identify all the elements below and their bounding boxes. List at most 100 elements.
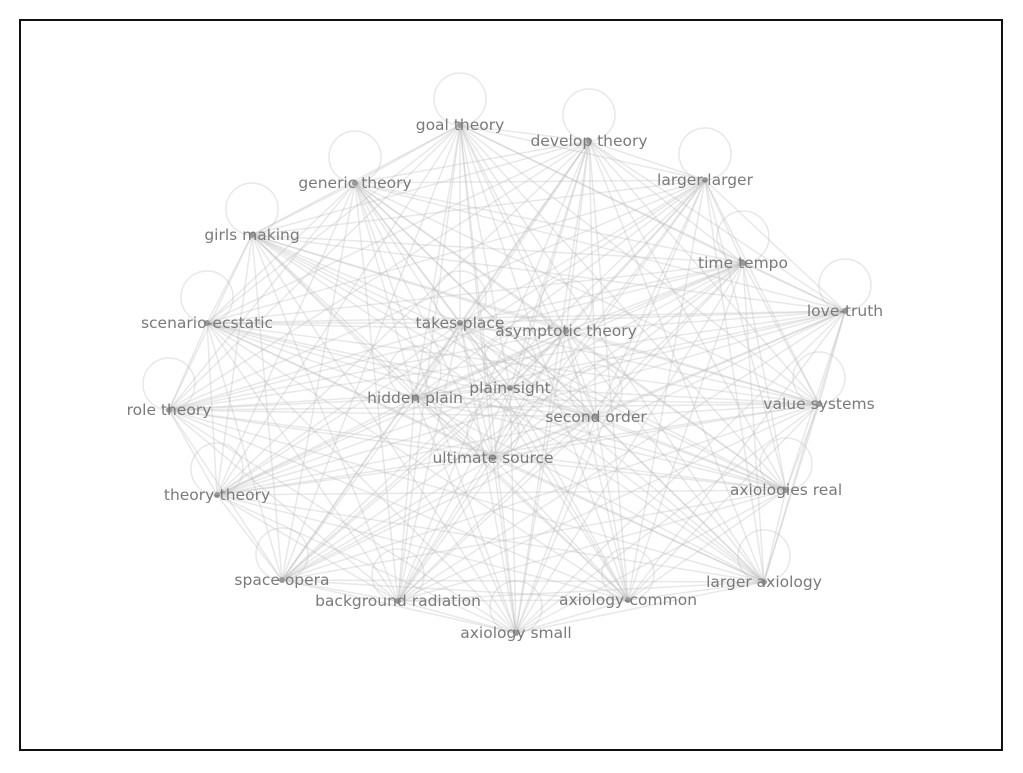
edge <box>509 140 590 389</box>
node-label: ultimate source <box>432 449 554 467</box>
edge <box>281 140 590 581</box>
edge <box>354 182 416 399</box>
edge <box>206 310 846 324</box>
edge <box>588 140 846 312</box>
edge <box>397 581 765 602</box>
edge <box>515 581 765 634</box>
edge <box>354 182 461 324</box>
edge <box>414 310 846 399</box>
edge <box>216 140 590 496</box>
edge <box>206 179 706 324</box>
edge <box>588 140 706 181</box>
edge <box>565 330 765 583</box>
node-label: background radiation <box>315 592 481 610</box>
edge <box>627 262 744 601</box>
edge <box>492 457 517 634</box>
edge <box>206 124 461 324</box>
edge <box>492 179 706 459</box>
node-dot <box>783 487 789 493</box>
node-dot <box>563 328 569 334</box>
edge <box>595 179 706 418</box>
edge <box>627 581 765 601</box>
edge <box>216 403 820 496</box>
edge <box>459 124 567 332</box>
node-dot <box>625 597 631 603</box>
edge <box>168 409 787 491</box>
edge <box>216 416 597 496</box>
node-dot <box>457 122 463 128</box>
edge <box>565 262 744 332</box>
edge <box>818 310 846 405</box>
edge <box>492 457 765 583</box>
edge <box>459 322 765 583</box>
edge <box>509 310 846 389</box>
edge <box>206 322 765 583</box>
edge <box>397 387 511 602</box>
edge <box>459 322 787 491</box>
node-dot <box>279 577 285 583</box>
edge <box>515 599 629 634</box>
edge <box>354 182 787 491</box>
edge <box>354 140 590 184</box>
edge <box>509 387 517 634</box>
node-label: role theory <box>126 401 212 419</box>
edge <box>763 310 846 583</box>
node-label: develop theory <box>530 132 648 150</box>
edge <box>704 179 787 491</box>
edge <box>459 322 511 389</box>
edge <box>459 124 629 601</box>
edge <box>397 600 517 634</box>
edge <box>206 322 218 496</box>
edge <box>251 182 356 236</box>
edge <box>281 387 511 581</box>
edge <box>216 234 253 496</box>
edge <box>206 322 511 389</box>
edge <box>509 330 567 389</box>
node-dot <box>412 395 418 401</box>
edge <box>492 416 597 459</box>
node-label: love-truth <box>806 302 884 320</box>
edge <box>281 579 517 634</box>
edge <box>168 409 399 602</box>
node-dot <box>702 177 708 183</box>
edge <box>168 182 356 411</box>
node-dot <box>249 232 255 238</box>
edge <box>414 397 787 491</box>
node-dot <box>457 320 463 326</box>
edge <box>565 330 820 405</box>
edge <box>168 262 744 411</box>
node-dot <box>586 138 592 144</box>
edge <box>492 330 567 459</box>
node-dot <box>204 320 210 326</box>
edge <box>251 234 567 332</box>
edge <box>459 124 597 418</box>
edge <box>515 179 706 634</box>
edge <box>216 387 511 496</box>
edge <box>588 140 765 583</box>
edge <box>168 403 820 411</box>
edge <box>588 140 787 491</box>
edge <box>742 262 820 405</box>
node-label: axiologies real <box>729 481 843 499</box>
node-label: takes-place <box>415 314 505 332</box>
edge <box>492 262 744 459</box>
edge <box>565 330 787 491</box>
edge <box>595 262 744 418</box>
edge <box>704 179 765 583</box>
edge <box>216 124 461 496</box>
edge <box>354 179 706 184</box>
edge <box>627 403 820 601</box>
edge <box>206 322 416 399</box>
edge <box>595 416 765 583</box>
edge <box>216 494 283 581</box>
edge <box>397 457 494 602</box>
edge <box>168 124 461 411</box>
edge <box>281 579 399 602</box>
edge <box>459 322 820 405</box>
node-label: asymptotic theory <box>495 322 637 340</box>
node-dot <box>352 180 358 186</box>
edge <box>414 397 597 418</box>
edge <box>206 322 820 405</box>
edge <box>397 322 461 602</box>
node-label: larger-larger <box>657 171 753 189</box>
